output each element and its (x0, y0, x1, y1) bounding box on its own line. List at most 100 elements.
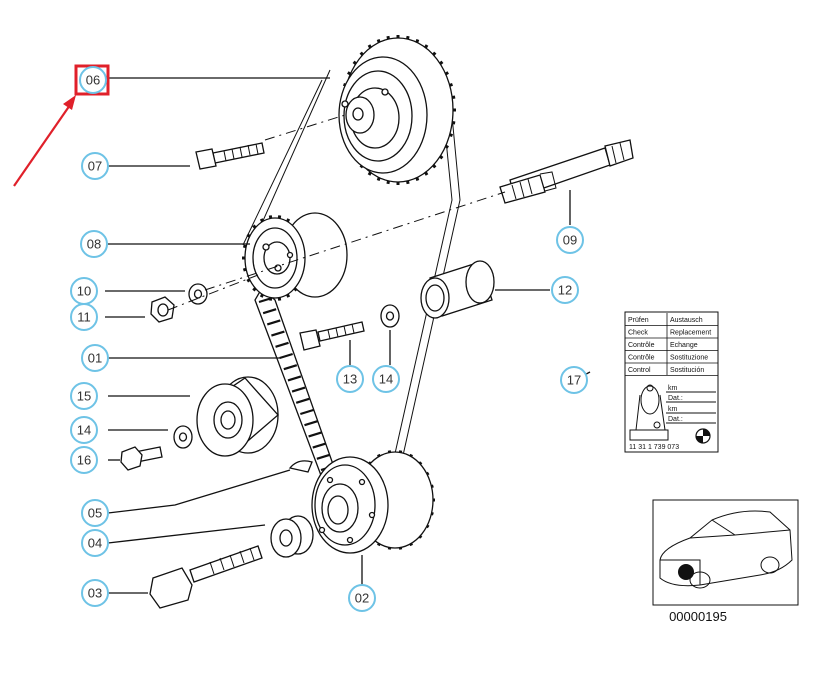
callout-16: 16 (70, 446, 98, 474)
washer-14-bottom (173, 425, 193, 449)
callout-circle (81, 152, 109, 180)
callout-text: 02 (355, 591, 369, 606)
callout-circle (81, 529, 109, 557)
callout-09: 09 (556, 226, 584, 254)
callout-06: 06 (79, 66, 107, 94)
belt-tooth (262, 308, 277, 315)
tensioner-pulley (196, 376, 279, 457)
bolt-07 (195, 142, 265, 170)
card-check-label: Control (628, 367, 651, 374)
callout-text: 06 (86, 73, 100, 88)
crankshaft-sprocket (311, 450, 435, 554)
callout-text: 07 (88, 159, 102, 174)
callout-01: 01 (81, 344, 109, 372)
belt-tooth (308, 431, 322, 438)
callout-circle (551, 276, 579, 304)
card-check-label: Contrôle (628, 355, 655, 362)
callout-circle (81, 579, 109, 607)
axis-lines (167, 114, 506, 311)
callout-circle (79, 66, 107, 94)
leader-lines (105, 77, 591, 594)
card-side-3: km (668, 406, 678, 413)
callout-text: 17 (567, 373, 581, 388)
callout-circle (348, 584, 376, 612)
callout-02: 02 (348, 584, 376, 612)
belt-tooth (275, 341, 289, 348)
callout-text: 11 (77, 310, 91, 325)
callout-text: 08 (87, 237, 101, 252)
belt-tooth (295, 397, 310, 404)
belt-tooth (287, 375, 302, 382)
callout-14b: 14 (70, 416, 98, 444)
callout-circle (70, 303, 98, 331)
callout-text: 03 (88, 586, 102, 601)
callout-text: 05 (88, 506, 102, 521)
card-replace-label: Replacement (670, 330, 711, 337)
bolt-03 (149, 545, 263, 609)
sleeve (420, 260, 495, 319)
callout-circle (560, 366, 588, 394)
card-replace-label: Sostitución (670, 367, 704, 374)
card-check-label: Check (628, 330, 648, 337)
nut-11 (150, 296, 175, 323)
inset-code: 00000195 (669, 609, 727, 624)
callout-circle (81, 499, 109, 527)
callout-circle (70, 416, 98, 444)
belt-tooth (300, 408, 314, 416)
belt-tooth (266, 319, 281, 326)
belt-tooth (291, 386, 306, 393)
callout-12: 12 (551, 276, 579, 304)
callout-text: 14 (77, 423, 91, 438)
callout-text: 12 (558, 283, 572, 298)
highlight-marker (13, 64, 110, 187)
callout-text: 09 (563, 233, 577, 248)
callout-11: 11 (70, 303, 98, 331)
callout-text: 04 (88, 536, 102, 551)
card-check-label: Contrôle (628, 342, 655, 349)
callout-text: 10 (77, 284, 91, 299)
card-side-1: km (668, 385, 678, 392)
callout-text: 13 (343, 372, 357, 387)
shaft (499, 139, 634, 204)
card-replace-label: Echange (670, 342, 698, 349)
callout-text: 15 (77, 389, 91, 404)
callout-circle (372, 365, 400, 393)
key-05 (288, 460, 313, 473)
card-side-2: Dat.: (668, 395, 683, 402)
callout-14a: 14 (372, 365, 400, 393)
belt-tooth (271, 330, 285, 337)
belt-tooth (316, 453, 331, 460)
washer-04 (270, 515, 314, 558)
engine-location-dot (678, 564, 694, 580)
callout-03: 03 (81, 579, 109, 607)
card-check-label: Prüfen (628, 317, 649, 324)
inset-car-panel: 00000195 (652, 499, 799, 624)
arrow-head-icon (63, 95, 76, 110)
belt-tooth (279, 352, 293, 360)
callout-circle (336, 365, 364, 393)
bmw-logo-icon (695, 428, 711, 444)
callout-10: 10 (70, 277, 98, 305)
callout-13: 13 (336, 365, 364, 393)
callout-text: 14 (379, 372, 393, 387)
card-part-number: 11 31 1 739 073 (629, 444, 679, 451)
callout-08: 08 (80, 230, 108, 258)
washer-10 (188, 283, 208, 305)
callout-05: 05 (81, 499, 109, 527)
washer-14-top (380, 304, 400, 328)
callout-17: 17 (560, 366, 588, 394)
card-replace-label: Sostituzione (670, 355, 708, 362)
callout-15: 15 (70, 382, 98, 410)
camshaft-sprocket (338, 35, 456, 185)
callout-text: 01 (88, 351, 102, 366)
callout-labels: 06 07 08 09 10 11 12 01 13 14 17 15 14 16 05 04 03 02 (70, 66, 588, 612)
callout-04: 04 (81, 529, 109, 557)
bolt-13 (299, 321, 365, 351)
callout-circle (556, 226, 584, 254)
callout-circle (70, 446, 98, 474)
callout-07: 07 (81, 152, 109, 180)
card-replace-label: Austausch (670, 317, 703, 324)
belt-tooth (304, 420, 318, 427)
